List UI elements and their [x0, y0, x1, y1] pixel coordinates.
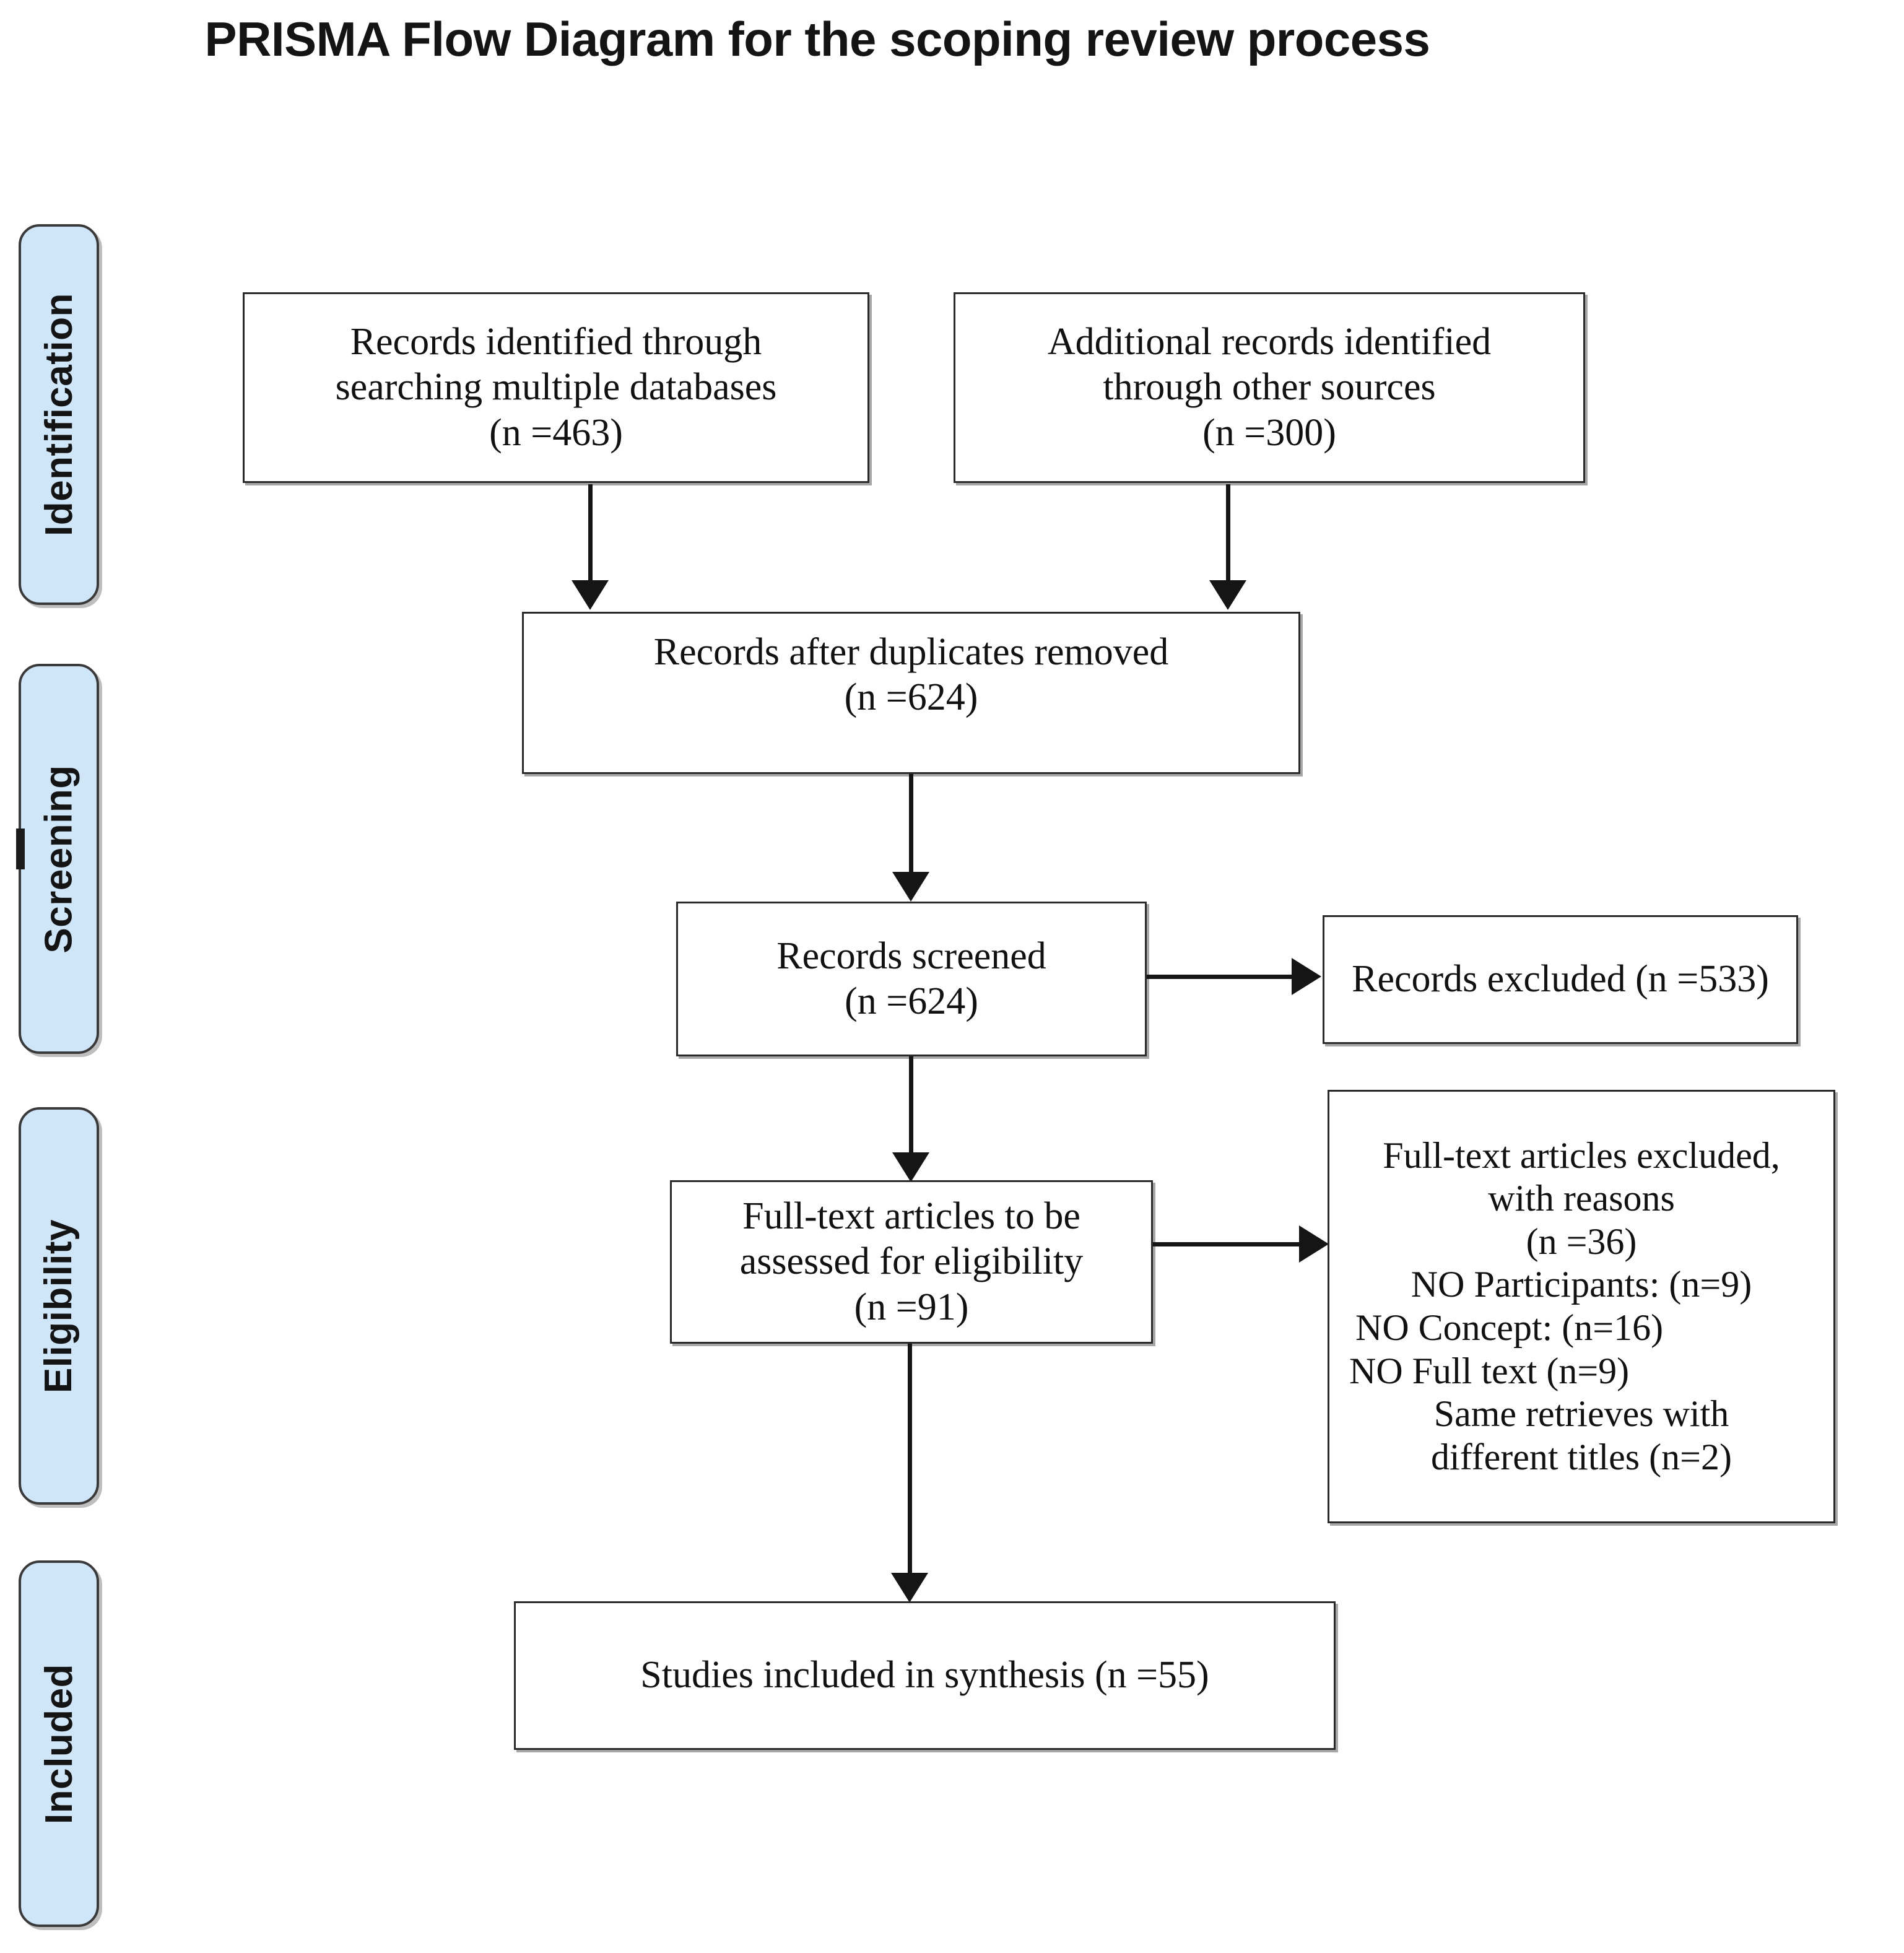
box-records-screened: Records screened (n =624) — [676, 902, 1147, 1056]
box-additional-records: Additional records identified through ot… — [954, 292, 1585, 483]
box-fulltext-excluded-line4: NO Participants: (n=9) — [1411, 1264, 1752, 1305]
box-fulltext-excluded-line1: Full-text articles excluded, — [1383, 1134, 1780, 1176]
box-fulltext-assessed-line1: Full-text articles to be — [742, 1195, 1080, 1238]
box-studies-included-line1: Studies included in synthesis (n =55) — [640, 1654, 1209, 1697]
arrowhead-fulltext-to-studies — [891, 1573, 928, 1603]
arrowhead-fulltext-to-excluded — [1299, 1225, 1329, 1263]
connector-duplicates-to-screened — [909, 774, 913, 872]
box-records-excluded: Records excluded (n =533) — [1323, 915, 1798, 1044]
box-after-duplicates: Records after duplicates removed (n =624… — [522, 612, 1300, 774]
arrowhead-identified-to-duplicates — [572, 580, 609, 610]
stage-screening-notch — [16, 829, 25, 869]
connector-screened-to-excluded — [1147, 975, 1295, 979]
box-fulltext-excluded-line2: with reasons — [1488, 1178, 1675, 1219]
stage-included: Included — [19, 1560, 99, 1927]
box-records-excluded-line1: Records excluded (n =533) — [1352, 958, 1769, 1001]
box-fulltext-excluded-line5: NO Concept: (n=16) — [1355, 1307, 1664, 1348]
box-fulltext-excluded: Full-text articles excluded, with reason… — [1328, 1090, 1835, 1523]
stage-included-label: Included — [37, 1663, 80, 1824]
box-fulltext-assessed-line2: assessed for eligibility — [739, 1240, 1084, 1283]
box-additional-records-line1: Additional records identified — [1047, 321, 1492, 363]
box-records-screened-line2: (n =624) — [845, 980, 978, 1022]
stage-screening-label: Screening — [37, 764, 80, 954]
box-records-identified: Records identified through searching mul… — [243, 292, 869, 483]
arrowhead-additional-to-duplicates — [1209, 580, 1246, 610]
box-fulltext-assessed-line3: (n =91) — [854, 1285, 969, 1328]
box-after-duplicates-line1: Records after duplicates removed — [653, 631, 1169, 673]
connector-identified-to-duplicates — [588, 484, 593, 580]
stage-identification: Identification — [19, 224, 99, 605]
arrowhead-screened-to-fulltext — [892, 1152, 929, 1182]
box-additional-records-line3: (n =300) — [1202, 411, 1336, 454]
box-additional-records-line2: through other sources — [1103, 366, 1436, 409]
stage-identification-label: Identification — [37, 293, 80, 536]
box-fulltext-excluded-line8: different titles (n=2) — [1431, 1436, 1732, 1477]
connector-fulltext-to-excluded — [1153, 1242, 1303, 1246]
box-fulltext-assessed: Full-text articles to be assessed for el… — [670, 1180, 1153, 1344]
box-records-identified-line3: (n =463) — [489, 411, 623, 454]
box-records-screened-line1: Records screened — [776, 934, 1046, 977]
box-fulltext-excluded-line7: Same retrieves with — [1433, 1393, 1729, 1435]
box-records-identified-line2: searching multiple databases — [335, 366, 777, 409]
stage-eligibility: Eligibility — [19, 1107, 99, 1505]
arrowhead-screened-to-excluded — [1292, 958, 1321, 995]
connector-screened-to-fulltext — [909, 1056, 913, 1152]
box-fulltext-excluded-line6: NO Full text (n=9) — [1349, 1350, 1630, 1391]
box-after-duplicates-line2: (n =624) — [844, 676, 978, 719]
box-fulltext-excluded-line3: (n =36) — [1526, 1220, 1637, 1262]
arrowhead-duplicates-to-screened — [892, 872, 929, 902]
box-studies-included: Studies included in synthesis (n =55) — [514, 1601, 1336, 1750]
page-title: PRISMA Flow Diagram for the scoping revi… — [204, 12, 1430, 66]
connector-additional-to-duplicates — [1226, 484, 1230, 580]
stage-eligibility-label: Eligibility — [37, 1219, 80, 1393]
box-records-identified-line1: Records identified through — [350, 321, 762, 363]
stage-screening: Screening — [16, 664, 99, 1054]
connector-fulltext-to-studies — [908, 1344, 912, 1573]
